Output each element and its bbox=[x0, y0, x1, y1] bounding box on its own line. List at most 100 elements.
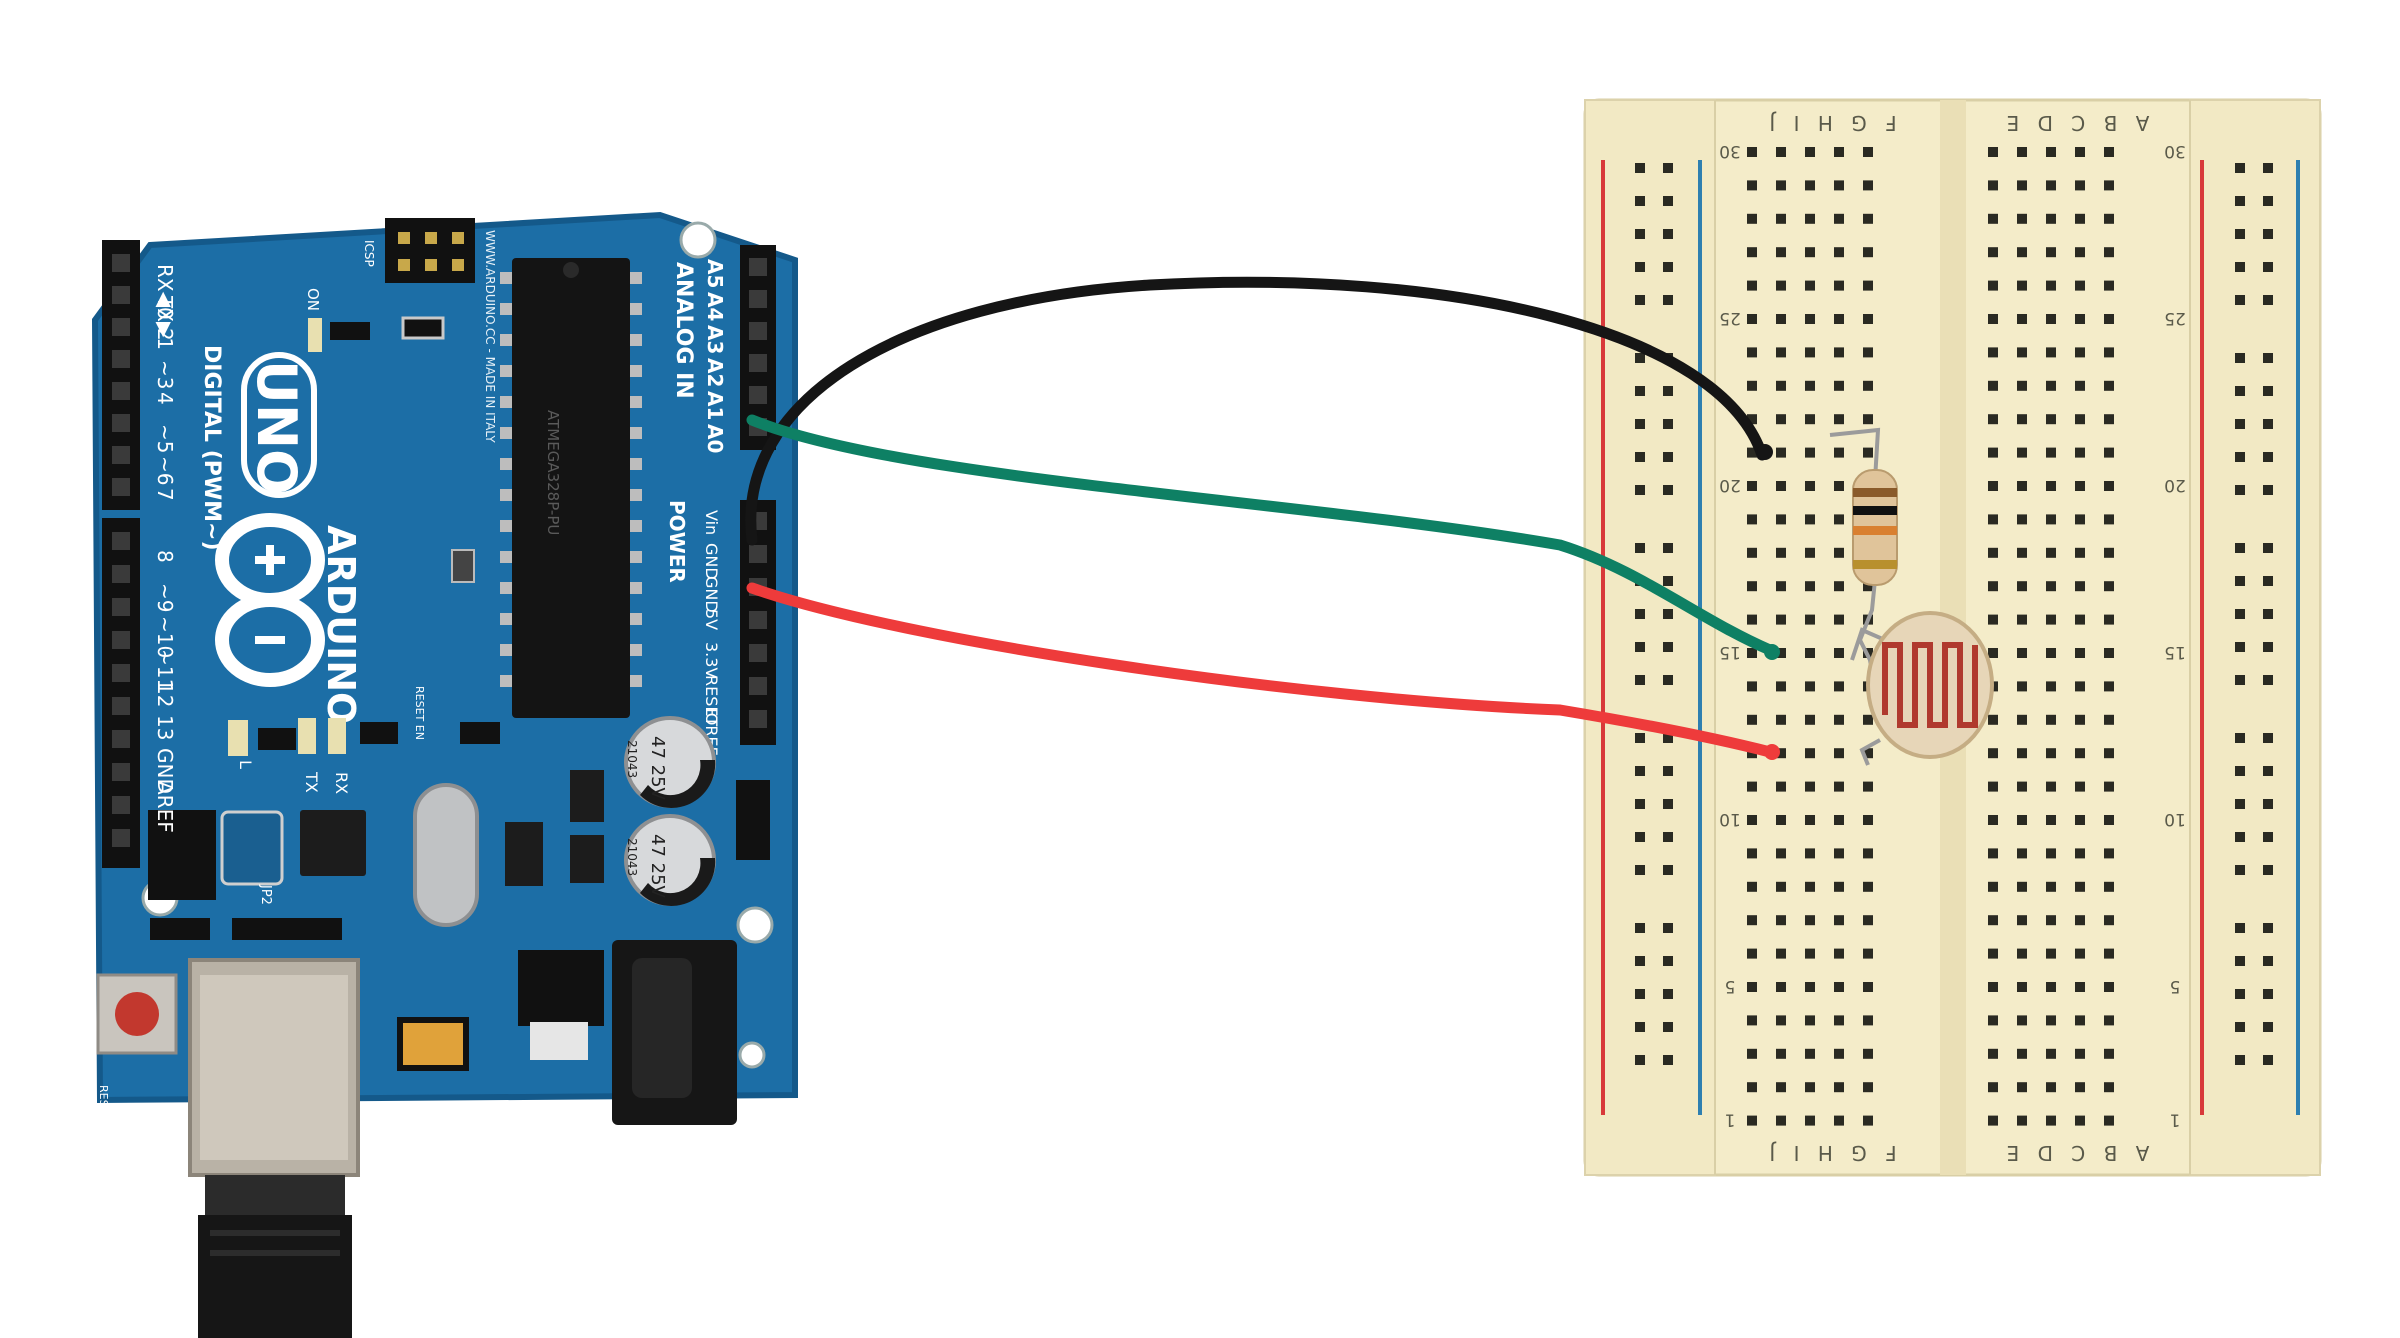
usb-interface-chip bbox=[300, 810, 366, 876]
silk-on: ON bbox=[304, 288, 322, 311]
breadboard-hole bbox=[1776, 1082, 1786, 1093]
breadboard-hole bbox=[1776, 815, 1786, 825]
breadboard-hole bbox=[1776, 748, 1786, 759]
breadboard-hole bbox=[2104, 781, 2114, 792]
usb-cable bbox=[198, 1175, 352, 1338]
rail-hole bbox=[2235, 196, 2245, 206]
power-pin-label: RESET bbox=[702, 675, 721, 726]
smd-led-on bbox=[308, 318, 322, 352]
breadboard-hole bbox=[1776, 180, 1786, 191]
breadboard-hole bbox=[1747, 514, 1757, 525]
breadboard-hole bbox=[1776, 948, 1786, 959]
rail-hole bbox=[1663, 832, 1673, 842]
breadboard-hole bbox=[2017, 147, 2027, 157]
breadboard-hole bbox=[2075, 280, 2085, 291]
svg-text:47 25V: 47 25V bbox=[647, 736, 668, 801]
rail-hole bbox=[1635, 1055, 1645, 1065]
breadboard-hole bbox=[2075, 1082, 2085, 1093]
breadboard-hole bbox=[1805, 547, 1815, 558]
rail-hole bbox=[2235, 485, 2245, 495]
green-wire bbox=[746, 414, 1776, 656]
rail-hole bbox=[1635, 419, 1645, 429]
rail-hole bbox=[2263, 163, 2273, 173]
mounting-hole bbox=[736, 906, 774, 944]
breadboard-hole bbox=[1747, 147, 1757, 157]
breadboard-hole bbox=[2104, 614, 2114, 625]
row-number: 10 bbox=[2164, 809, 2186, 829]
power-pin-label: GND bbox=[702, 543, 721, 580]
analog-header-label: ANALOG IN bbox=[671, 262, 696, 399]
analog-pin-label: A0 bbox=[703, 424, 727, 453]
right-power-rail bbox=[2189, 99, 2321, 1176]
breadboard-hole bbox=[1805, 1082, 1815, 1093]
breadboard-hole bbox=[1863, 1082, 1873, 1093]
silk-l: L bbox=[236, 760, 255, 769]
analog-header bbox=[740, 245, 776, 450]
rail-hole bbox=[2235, 295, 2245, 305]
reset-button[interactable] bbox=[96, 973, 178, 1055]
row-number: 15 bbox=[2164, 642, 2186, 662]
breadboard-hole bbox=[2075, 815, 2085, 825]
breadboard-hole bbox=[2017, 180, 2027, 191]
breadboard-hole bbox=[1988, 147, 1998, 157]
breadboard-hole bbox=[2046, 347, 2056, 358]
rail-hole bbox=[2235, 386, 2245, 396]
breadboard-hole bbox=[1988, 247, 1998, 258]
model-text: UNO bbox=[245, 360, 308, 495]
breadboard-hole bbox=[2104, 748, 2114, 759]
breadboard-hole bbox=[1805, 180, 1815, 191]
breadboard-hole bbox=[2104, 815, 2114, 825]
breadboard-hole bbox=[1988, 614, 1998, 625]
breadboard-hole bbox=[2104, 213, 2114, 224]
breadboard-hole bbox=[2046, 614, 2056, 625]
smd-resistor-array bbox=[460, 722, 500, 744]
rail-hole bbox=[1663, 956, 1673, 966]
rail-hole bbox=[2235, 956, 2245, 966]
breadboard-hole bbox=[2046, 948, 2056, 959]
breadboard-hole bbox=[1776, 648, 1786, 658]
breadboard-hole bbox=[1747, 881, 1757, 892]
breadboard-hole bbox=[1834, 481, 1844, 491]
rail-hole bbox=[1635, 262, 1645, 272]
breadboard-hole bbox=[1863, 714, 1873, 725]
breadboard-hole bbox=[2046, 213, 2056, 224]
breadboard-hole bbox=[1863, 781, 1873, 792]
breadboard-hole bbox=[2017, 447, 2027, 458]
rail-hole bbox=[2263, 799, 2273, 809]
breadboard-hole bbox=[2104, 180, 2114, 191]
row-number: 10 bbox=[1719, 809, 1741, 829]
rail-hole bbox=[2235, 452, 2245, 462]
analog-pin-label: A1 bbox=[703, 391, 727, 420]
rail-hole bbox=[1663, 989, 1673, 999]
rail-hole bbox=[2235, 642, 2245, 652]
smd-led-tx bbox=[298, 718, 316, 754]
digital-pin-label: 2 bbox=[153, 328, 177, 341]
breadboard-hole bbox=[2104, 848, 2114, 859]
row-number: 1 bbox=[2170, 1110, 2181, 1130]
breadboard-hole bbox=[2017, 1115, 2027, 1126]
rail-hole bbox=[2263, 452, 2273, 462]
breadboard-hole bbox=[1776, 481, 1786, 491]
row-number: 20 bbox=[1719, 475, 1741, 495]
black-wire-end bbox=[1757, 444, 1773, 460]
breadboard-hole bbox=[1834, 1082, 1844, 1093]
breadboard-hole bbox=[2017, 380, 2027, 391]
breadboard-hole bbox=[1747, 714, 1757, 725]
smd-ic bbox=[505, 822, 543, 886]
rail-hole bbox=[1663, 733, 1673, 743]
breadboard-hole bbox=[1863, 748, 1873, 759]
left-column-letters-top: F G H I J bbox=[1763, 111, 1896, 135]
rail-hole bbox=[1635, 543, 1645, 553]
breadboard-hole bbox=[2104, 547, 2114, 558]
rail-hole bbox=[2235, 733, 2245, 743]
breadboard-hole bbox=[1863, 280, 1873, 291]
smd-part bbox=[150, 918, 210, 940]
rail-hole bbox=[1635, 386, 1645, 396]
breadboard-hole bbox=[2046, 314, 2056, 324]
breadboard-hole bbox=[2046, 247, 2056, 258]
breadboard-hole bbox=[2017, 1048, 2027, 1059]
rail-hole bbox=[2263, 956, 2273, 966]
breadboard-hole bbox=[2046, 748, 2056, 759]
breadboard-hole bbox=[1805, 948, 1815, 959]
breadboard-hole bbox=[2075, 347, 2085, 358]
